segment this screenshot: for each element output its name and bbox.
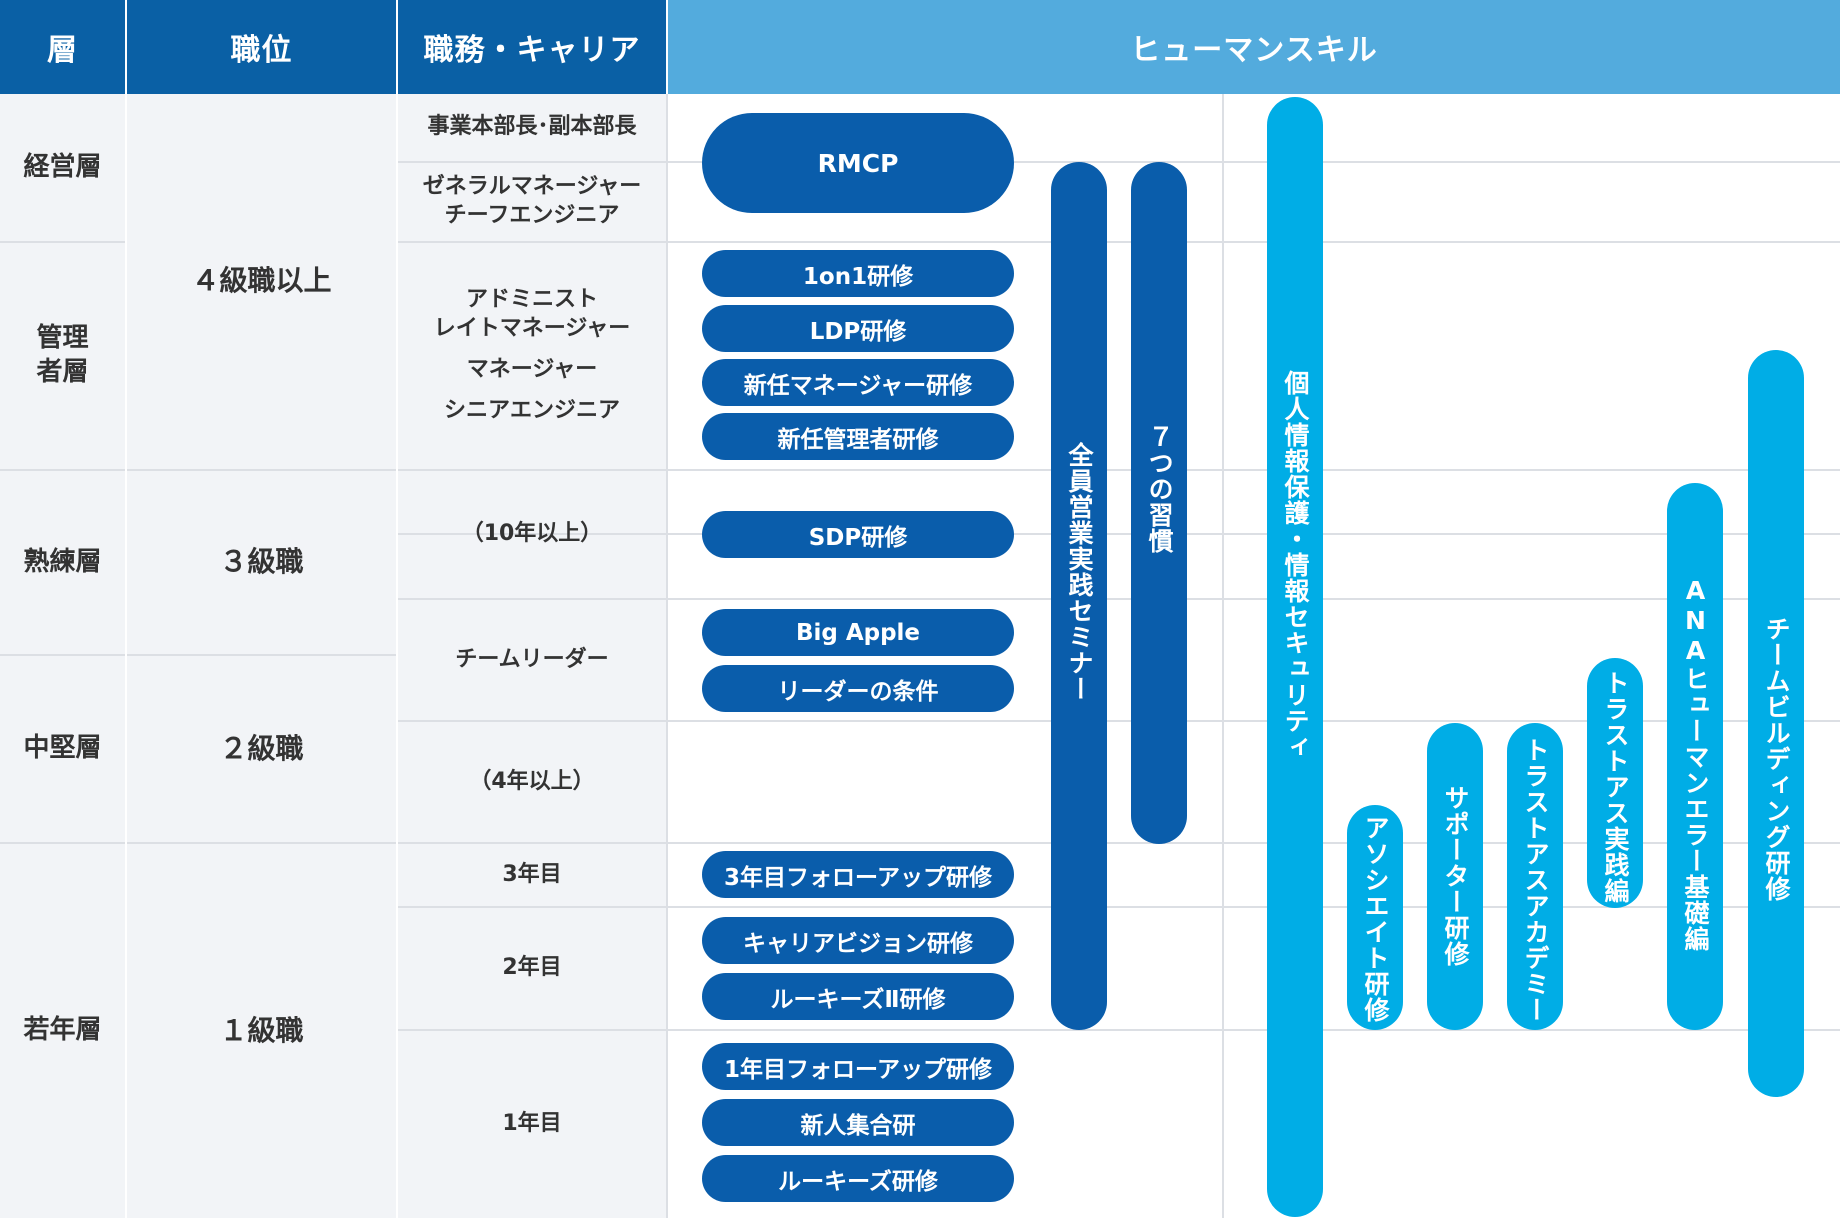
- program-new-admin[interactable]: 新任管理者研修: [702, 413, 1014, 460]
- layer-manager: 管理 者層: [36, 323, 89, 387]
- row-divider: [398, 533, 1840, 535]
- layer-divider: [0, 842, 125, 844]
- program-sales-seminar-label: 全員営業実践セミナー: [1065, 442, 1094, 702]
- program-followup3[interactable]: 3年目フォローアップ研修: [702, 851, 1014, 898]
- duty-four-years: （4年以上）: [469, 768, 595, 794]
- row-divider: [398, 906, 1840, 908]
- row-divider: [398, 1029, 1840, 1031]
- duty-year2: 2年目: [502, 955, 562, 981]
- program-seven-habits[interactable]: ７つの習慣: [1131, 162, 1187, 844]
- program-followup1[interactable]: 1年目フォローアップ研修: [702, 1043, 1014, 1090]
- program-rookies[interactable]: ルーキーズ研修: [702, 1155, 1014, 1202]
- program-privacy-security-label: 個人情報保護・情報セキュリティ: [1281, 370, 1310, 760]
- header-rank: 職位: [127, 0, 396, 94]
- program-supporter[interactable]: サポーター研修: [1427, 723, 1483, 1030]
- duty-manager: マネージャー: [466, 356, 598, 382]
- program-leader-conditions[interactable]: リーダーの条件: [702, 665, 1014, 712]
- program-seven-habits-label: ７つの習慣: [1145, 424, 1174, 554]
- program-big-apple[interactable]: Big Apple: [702, 609, 1014, 656]
- program-ldp[interactable]: LDP研修: [702, 305, 1014, 352]
- duty-year1: 1年目: [502, 1111, 562, 1137]
- layer-divider: [0, 469, 125, 471]
- program-supporter-label: サポーター研修: [1441, 785, 1470, 967]
- layer-divider: [0, 654, 125, 656]
- duty-administrator: アドミニスト レイトマネージャー: [433, 287, 631, 341]
- layer-young: 若年層: [23, 1015, 102, 1046]
- duty-general-manager: ゼネラルマネージャー チーフエンジニア: [422, 174, 642, 228]
- program-privacy-security[interactable]: 個人情報保護・情報セキュリティ: [1267, 97, 1323, 1217]
- duty-year3: 3年目: [502, 861, 562, 887]
- layer-senior: 熟練層: [23, 546, 102, 577]
- layer-divider: [0, 241, 125, 243]
- program-sdp[interactable]: SDP研修: [702, 511, 1014, 558]
- header-layer: 層: [0, 0, 125, 94]
- duty-executive: 事業本部長･副本部長: [427, 114, 637, 140]
- program-team-building-label: チームビルディング研修: [1762, 616, 1791, 902]
- column-divider-rank: [396, 94, 398, 1218]
- column-divider-skill: [1222, 94, 1224, 1218]
- header-career: 職務・キャリア: [398, 0, 666, 94]
- rank-grade3: ３級職: [219, 545, 304, 579]
- duty-ten-years: （10年以上）: [461, 521, 603, 547]
- program-sales-seminar[interactable]: 全員営業実践セミナー: [1051, 162, 1107, 1030]
- row-divider: [398, 598, 1840, 600]
- rank-grade2: ２級職: [219, 731, 304, 765]
- program-newcomer[interactable]: 新人集合研: [702, 1099, 1014, 1146]
- program-ana-human-error[interactable]: ANAヒューマンエラー基礎編: [1667, 483, 1723, 1030]
- column-divider-layer: [125, 94, 127, 1218]
- program-trust-practice[interactable]: トラストアス実践編: [1587, 658, 1643, 908]
- rank-divider: [127, 469, 396, 471]
- layer-management: 経営層: [23, 151, 102, 182]
- row-divider: [398, 161, 1840, 163]
- row-divider: [398, 241, 1840, 243]
- rank-divider: [127, 842, 396, 844]
- program-associate-label: アソシエイト研修: [1361, 815, 1390, 1023]
- rank-divider: [127, 654, 396, 656]
- duty-senior-engineer: シニアエンジニア: [443, 397, 620, 423]
- rank-grade4: ４級職以上: [191, 264, 332, 298]
- header-human-skill: ヒューマンスキル: [668, 0, 1840, 94]
- duty-team-leader: チームリーダー: [455, 646, 609, 672]
- program-trust-academy[interactable]: トラストアスアカデミー: [1507, 723, 1563, 1030]
- program-associate[interactable]: アソシエイト研修: [1347, 805, 1403, 1030]
- program-trust-academy-label: トラストアスアカデミー: [1521, 737, 1550, 1023]
- layer-mid: 中堅層: [23, 733, 102, 764]
- program-career-vision[interactable]: キャリアビジョン研修: [702, 917, 1014, 964]
- program-team-building[interactable]: チームビルディング研修: [1748, 350, 1804, 1097]
- column-divider-career: [666, 94, 668, 1218]
- row-divider: [398, 720, 1840, 722]
- program-ana-human-error-label: ANAヒューマンエラー基礎編: [1681, 576, 1710, 952]
- row-divider: [398, 469, 1840, 471]
- program-trust-practice-label: トラストアス実践編: [1601, 670, 1630, 904]
- rank-grade1: １級職: [219, 1013, 304, 1047]
- row-divider: [398, 842, 1840, 844]
- program-new-manager[interactable]: 新任マネージャー研修: [702, 359, 1014, 406]
- program-rookies2[interactable]: ルーキーズⅡ研修: [702, 973, 1014, 1020]
- program-1on1[interactable]: 1on1研修: [702, 250, 1014, 297]
- program-rmcp[interactable]: RMCP: [702, 113, 1014, 213]
